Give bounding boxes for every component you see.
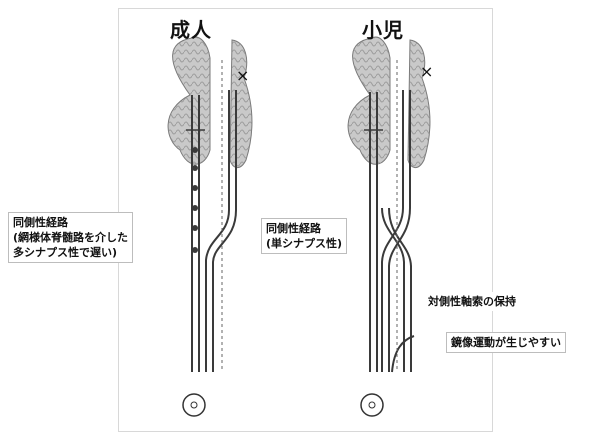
- adult-label-line-1: 同側性経路: [13, 215, 128, 230]
- child-lesion-mark: ×: [420, 62, 433, 81]
- child-title: 小児: [362, 14, 404, 43]
- adult-lesion-mark: ×: [236, 66, 249, 85]
- adult-muscle-target: [183, 394, 205, 416]
- mirror-movement-note: 鏡像運動が生じやすい: [446, 332, 566, 353]
- adult-panel: [168, 37, 252, 416]
- relay-node: [192, 185, 198, 191]
- adult-label-line-3: 多シナプス性で遅い): [13, 245, 128, 260]
- relay-node: [192, 147, 198, 153]
- relay-node: [192, 165, 198, 171]
- child-label-line-1: 同側性経路: [266, 221, 342, 236]
- relay-node: [192, 247, 198, 253]
- child-label-line-2: (単シナプス性): [266, 236, 342, 251]
- relay-node: [192, 205, 198, 211]
- child-panel: [348, 37, 430, 416]
- adult-title: 成人: [170, 14, 212, 43]
- relay-node: [192, 225, 198, 231]
- adult-ipsilateral-label: 同側性経路 (網様体脊髄路を介した 多シナプス性で遅い): [8, 212, 133, 263]
- adult-label-line-2: (網様体脊髄路を介した: [13, 230, 128, 245]
- persist-contralateral-note: 対側性軸索の保持: [424, 292, 520, 311]
- child-muscle-target: [361, 394, 383, 416]
- child-ipsilateral-label: 同側性経路 (単シナプス性): [261, 218, 347, 254]
